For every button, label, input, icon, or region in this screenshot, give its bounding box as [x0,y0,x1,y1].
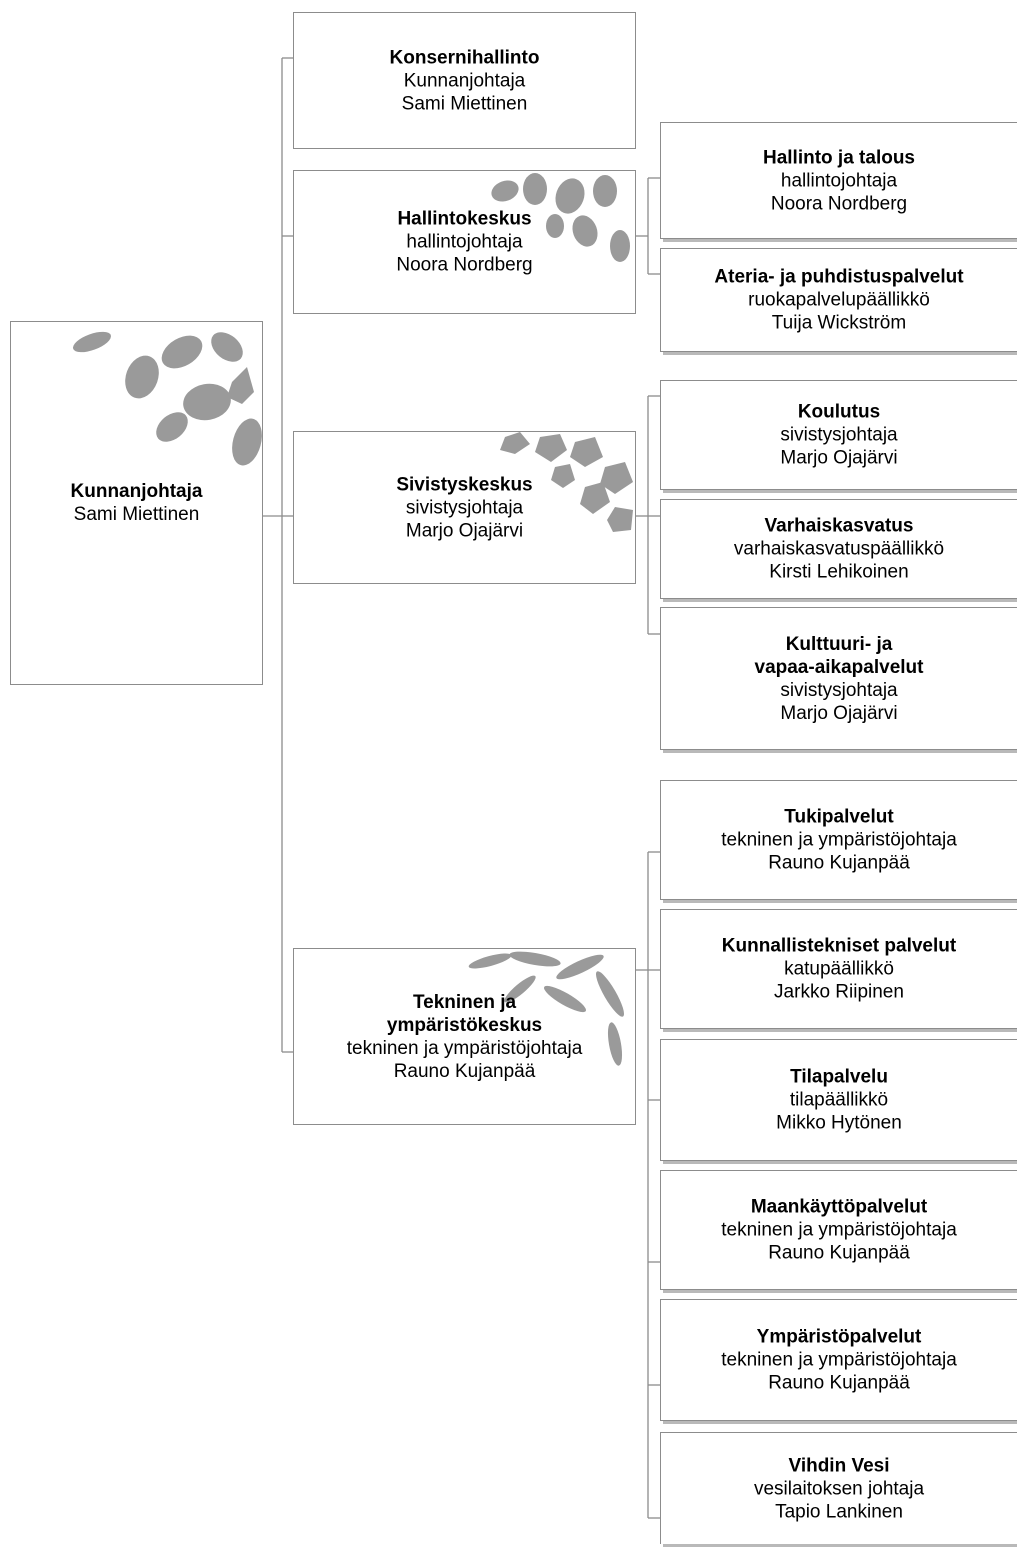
unit-person: Marjo Ojajärvi [780,702,898,724]
unit-role: hallintojohtaja [780,170,898,191]
root-title: Kunnanjohtaja [70,481,203,502]
department-person: Noora Nordberg [396,254,533,276]
unit-box-hallinto-ja-talous: Hallinto ja talous hallintojohtaja Noora… [660,122,1017,239]
department-person: Marjo Ojajärvi [405,520,524,541]
leaf-decoration [73,331,262,466]
department-person: Sami Miettinen [401,93,528,114]
unit-person: Tapio Lankinen [775,1501,903,1522]
department-title: Hallintokeskus [397,208,532,230]
unit-role: vesilaitoksen johtaja [753,1478,925,1499]
unit-role: tekninen ja ympäristöjohtaja [721,829,957,851]
unit-box-kunnallistekniset-palvelut: Kunnallistekniset palvelut katupäällikkö… [660,909,1017,1029]
unit-box-kulttuuri-ja-vapaa-aikapalvelut: Kulttuuri- ja vapaa-aikapalvelut sivisty… [660,607,1017,750]
unit-title-line1: Kulttuuri- ja [785,633,893,655]
department-person: Rauno Kujanpää [393,1060,536,1082]
unit-title: Ateria- ja puhdistuspalvelut [714,266,964,288]
department-box-tekninen: Tekninen ja ympäristökeskus tekninen ja … [293,948,636,1125]
unit-box-tukipalvelut: Tukipalvelut tekninen ja ympäristöjohtaj… [660,780,1017,900]
department-title: Konsernihallinto [389,47,540,68]
unit-role: ruokapalvelupäällikkö [748,289,930,311]
unit-title: Varhaiskasvatus [764,515,914,537]
unit-person: Rauno Kujanpää [768,1242,910,1264]
root-name: Sami Miettinen [73,504,200,525]
unit-person: Rauno Kujanpää [768,852,910,874]
unit-person: Noora Nordberg [770,193,908,214]
unit-title: Koulutus [797,401,881,423]
department-box-konsernihallinto: Konsernihallinto Kunnanjohtaja Sami Miet… [293,12,636,149]
unit-person: Mikko Hytönen [776,1112,902,1134]
unit-title: Kunnallistekniset palvelut [721,935,957,957]
unit-person: Rauno Kujanpää [768,1372,910,1394]
department-title-line1: Tekninen ja [412,991,517,1013]
unit-person: Kirsti Lehikoinen [769,561,909,583]
unit-role: tekninen ja ympäristöjohtaja [721,1349,957,1371]
unit-box-vihdin-vesi: Vihdin Vesi vesilaitoksen johtaja Tapio … [660,1432,1017,1544]
unit-box-ymparistopalvelut: Ympäristöpalvelut tekninen ja ympäristöj… [660,1299,1017,1421]
unit-person: Tuija Wickström [771,312,907,334]
unit-role: sivistysjohtaja [780,679,898,701]
unit-title: Maankäyttöpalvelut [750,1196,928,1218]
unit-title-line2: vapaa-aikapalvelut [754,656,924,678]
unit-person: Marjo Ojajärvi [780,447,898,469]
unit-person: Jarkko Riipinen [774,981,904,1003]
unit-role: katupäällikkö [784,958,894,980]
unit-box-maankayttopalvelut: Maankäyttöpalvelut tekninen ja ympäristö… [660,1170,1017,1290]
department-role: tekninen ja ympäristöjohtaja [346,1037,583,1059]
department-box-hallintokeskus: Hallintokeskus hallintojohtaja Noora Nor… [293,170,636,314]
unit-box-tilapalvelu: Tilapalvelu tilapäällikkö Mikko Hytönen [660,1039,1017,1161]
leaf-decoration [468,951,624,1066]
department-box-sivistyskeskus: Sivistyskeskus sivistysjohtaja Marjo Oja… [293,431,636,584]
unit-box-ateria-ja-puhdistuspalvelut: Ateria- ja puhdistuspalvelut ruokapalvel… [660,248,1017,352]
department-title-line2: ympäristökeskus [386,1014,543,1036]
unit-role: sivistysjohtaja [780,424,898,446]
unit-role: varhaiskasvatuspäällikkö [733,538,945,560]
root-box: Kunnanjohtaja Sami Miettinen [10,321,263,685]
unit-title: Hallinto ja talous [762,147,916,168]
department-role: Kunnanjohtaja [403,70,526,91]
department-role: sivistysjohtaja [405,497,524,518]
leaf-decoration [500,432,633,532]
unit-box-varhaiskasvatus: Varhaiskasvatus varhaiskasvatuspäällikkö… [660,499,1017,599]
unit-role: tekninen ja ympäristöjohtaja [721,1219,957,1241]
unit-title: Ympäristöpalvelut [756,1326,922,1348]
unit-title: Tilapalvelu [790,1066,888,1088]
unit-role: tilapäällikkö [789,1089,889,1111]
leaf-decoration [491,173,630,262]
unit-title: Tukipalvelut [784,806,894,828]
unit-box-koulutus: Koulutus sivistysjohtaja Marjo Ojajärvi [660,380,1017,490]
department-role: hallintojohtaja [406,231,523,253]
department-title: Sivistyskeskus [396,474,533,495]
unit-title: Vihdin Vesi [788,1455,890,1476]
